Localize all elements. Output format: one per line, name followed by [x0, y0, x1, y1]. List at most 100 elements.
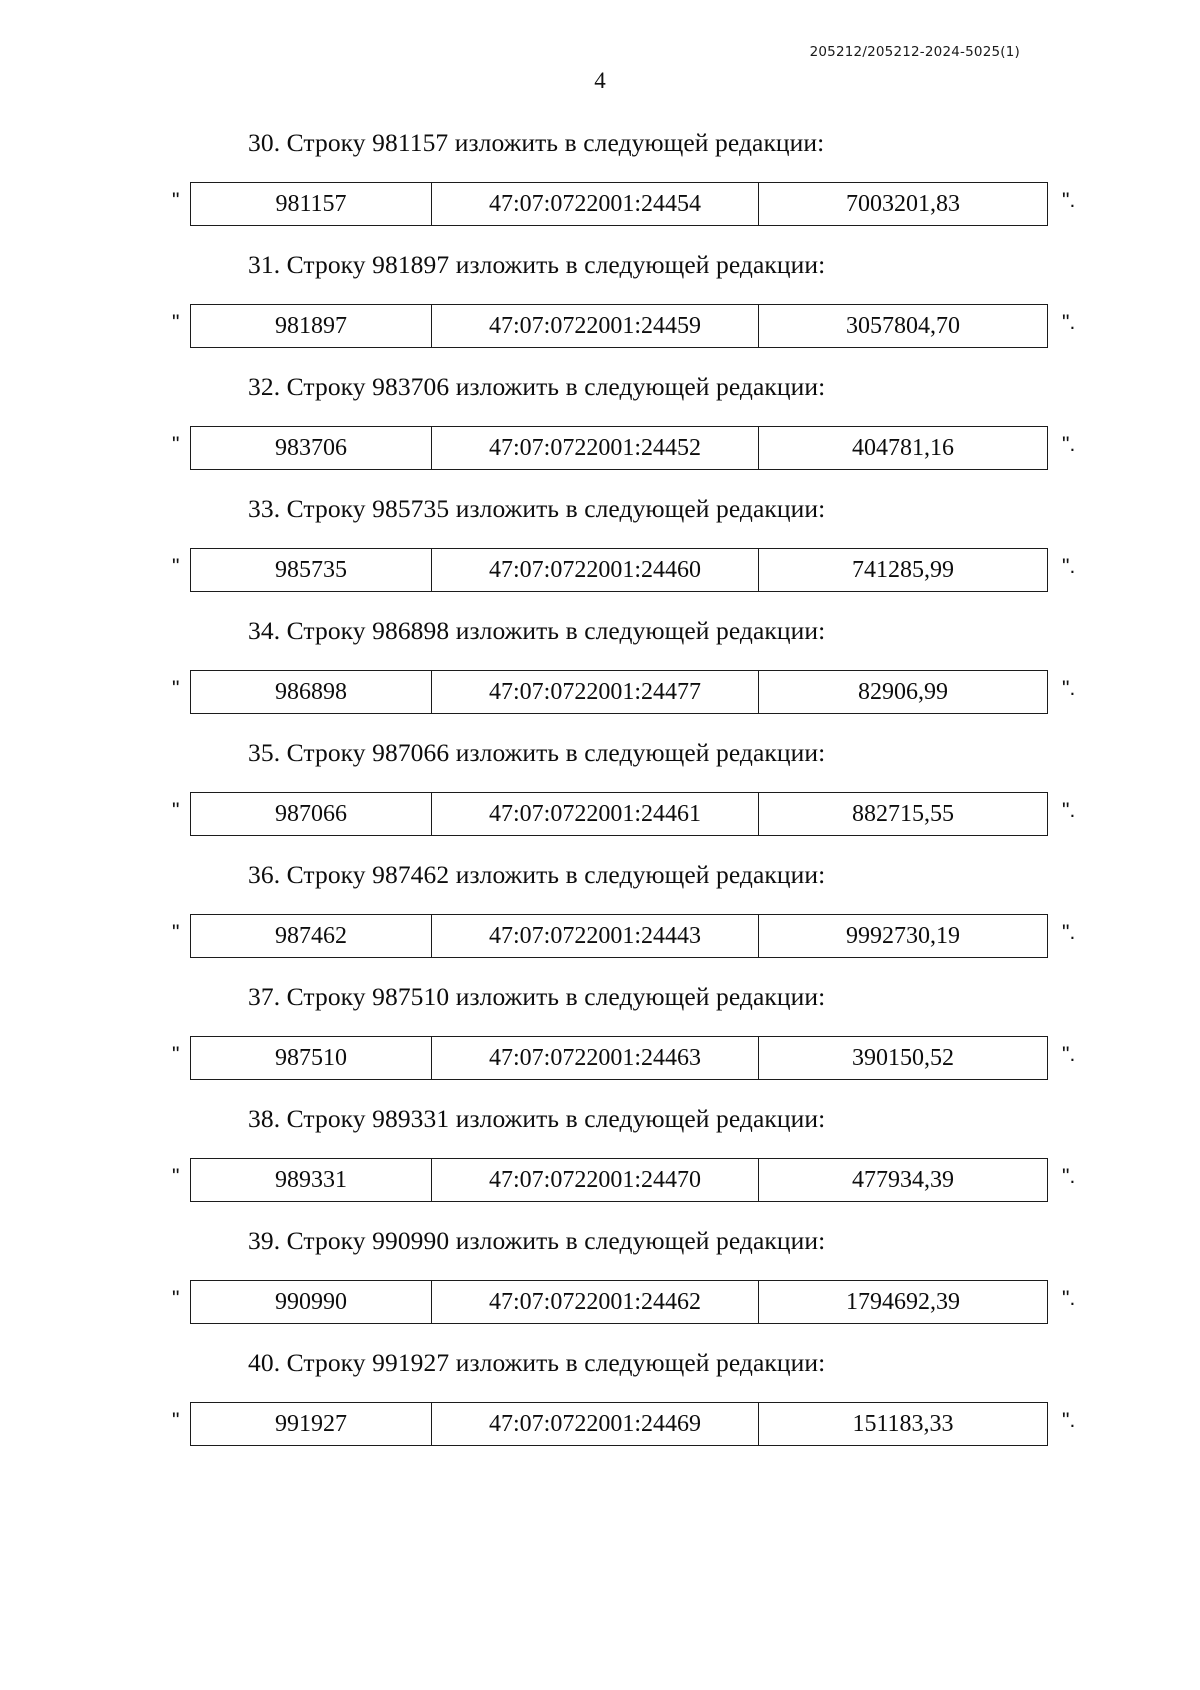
amendment-heading: 39. Строку 990990 изложить в следующей р…	[0, 1210, 1200, 1272]
cell-row-id: 985735	[190, 548, 432, 592]
closing-quote-mark: ".	[1062, 310, 1076, 334]
opening-quote-mark: "	[172, 554, 180, 578]
closing-quote-mark: ".	[1062, 798, 1076, 822]
closing-quote-mark: ".	[1062, 920, 1076, 944]
cell-value: 882715,55	[758, 792, 1048, 836]
document-body: 30. Строку 981157 изложить в следующей р…	[0, 112, 1200, 1454]
page-number: 4	[594, 68, 606, 93]
cell-cadastral: 47:07:0722001:24443	[431, 914, 759, 958]
amendment-heading-text: 34. Строку 986898 изложить в следующей р…	[248, 616, 826, 646]
cell-cadastral: 47:07:0722001:24454	[431, 182, 759, 226]
cell-value: 3057804,70	[758, 304, 1048, 348]
amendment-heading-text: 32. Строку 983706 изложить в следующей р…	[248, 372, 826, 402]
amendment-entry: 33. Строку 985735 изложить в следующей р…	[0, 478, 1200, 600]
closing-quote-mark: ".	[1062, 1286, 1076, 1310]
cell-value: 82906,99	[758, 670, 1048, 714]
cell-value: 151183,33	[758, 1402, 1048, 1446]
closing-quote-mark: ".	[1062, 1408, 1076, 1432]
amendment-entry: 39. Строку 990990 изложить в следующей р…	[0, 1210, 1200, 1332]
cell-row-id: 981157	[190, 182, 432, 226]
opening-quote-mark: "	[172, 1408, 180, 1432]
opening-quote-mark: "	[172, 1042, 180, 1066]
amendment-heading-text: 31. Строку 981897 изложить в следующей р…	[248, 250, 826, 280]
opening-quote-mark: "	[172, 920, 180, 944]
cell-value: 1794692,39	[758, 1280, 1048, 1324]
amendment-heading-text: 40. Строку 991927 изложить в следующей р…	[248, 1348, 826, 1378]
opening-quote-mark: "	[172, 798, 180, 822]
cell-cadastral: 47:07:0722001:24452	[431, 426, 759, 470]
amendment-entry: 30. Строку 981157 изложить в следующей р…	[0, 112, 1200, 234]
opening-quote-mark: "	[172, 188, 180, 212]
amendment-entry: 40. Строку 991927 изложить в следующей р…	[0, 1332, 1200, 1454]
cell-row-id: 987510	[190, 1036, 432, 1080]
cell-row-id: 989331	[190, 1158, 432, 1202]
cell-row-id: 987462	[190, 914, 432, 958]
closing-quote-mark: ".	[1062, 432, 1076, 456]
opening-quote-mark: "	[172, 1286, 180, 1310]
amendment-heading-text: 39. Строку 990990 изложить в следующей р…	[248, 1226, 826, 1256]
cell-cadastral: 47:07:0722001:24460	[431, 548, 759, 592]
closing-quote-mark: ".	[1062, 554, 1076, 578]
cell-value: 404781,16	[758, 426, 1048, 470]
opening-quote-mark: "	[172, 676, 180, 700]
amendment-entry: 38. Строку 989331 изложить в следующей р…	[0, 1088, 1200, 1210]
cell-cadastral: 47:07:0722001:24461	[431, 792, 759, 836]
amendment-entry: 36. Строку 987462 изложить в следующей р…	[0, 844, 1200, 966]
cell-value: 390150,52	[758, 1036, 1048, 1080]
cell-value: 7003201,83	[758, 182, 1048, 226]
cell-value: 477934,39	[758, 1158, 1048, 1202]
cell-row-id: 990990	[190, 1280, 432, 1324]
amendment-heading-text: 36. Строку 987462 изложить в следующей р…	[248, 860, 826, 890]
amendment-heading: 37. Строку 987510 изложить в следующей р…	[0, 966, 1200, 1028]
closing-quote-mark: ".	[1062, 188, 1076, 212]
cell-value: 9992730,19	[758, 914, 1048, 958]
amendment-heading: 32. Строку 983706 изложить в следующей р…	[0, 356, 1200, 418]
cell-cadastral: 47:07:0722001:24470	[431, 1158, 759, 1202]
cell-cadastral: 47:07:0722001:24477	[431, 670, 759, 714]
amendment-heading: 38. Строку 989331 изложить в следующей р…	[0, 1088, 1200, 1150]
cell-row-id: 987066	[190, 792, 432, 836]
amendment-heading-text: 30. Строку 981157 изложить в следующей р…	[248, 128, 825, 158]
amendment-entry: 32. Строку 983706 изложить в следующей р…	[0, 356, 1200, 478]
closing-quote-mark: ".	[1062, 1042, 1076, 1066]
amendment-heading: 31. Строку 981897 изложить в следующей р…	[0, 234, 1200, 296]
cell-row-id: 991927	[190, 1402, 432, 1446]
cell-cadastral: 47:07:0722001:24469	[431, 1402, 759, 1446]
amendment-heading: 36. Строку 987462 изложить в следующей р…	[0, 844, 1200, 906]
opening-quote-mark: "	[172, 1164, 180, 1188]
amendment-heading: 33. Строку 985735 изложить в следующей р…	[0, 478, 1200, 540]
closing-quote-mark: ".	[1062, 676, 1076, 700]
opening-quote-mark: "	[172, 432, 180, 456]
cell-cadastral: 47:07:0722001:24463	[431, 1036, 759, 1080]
